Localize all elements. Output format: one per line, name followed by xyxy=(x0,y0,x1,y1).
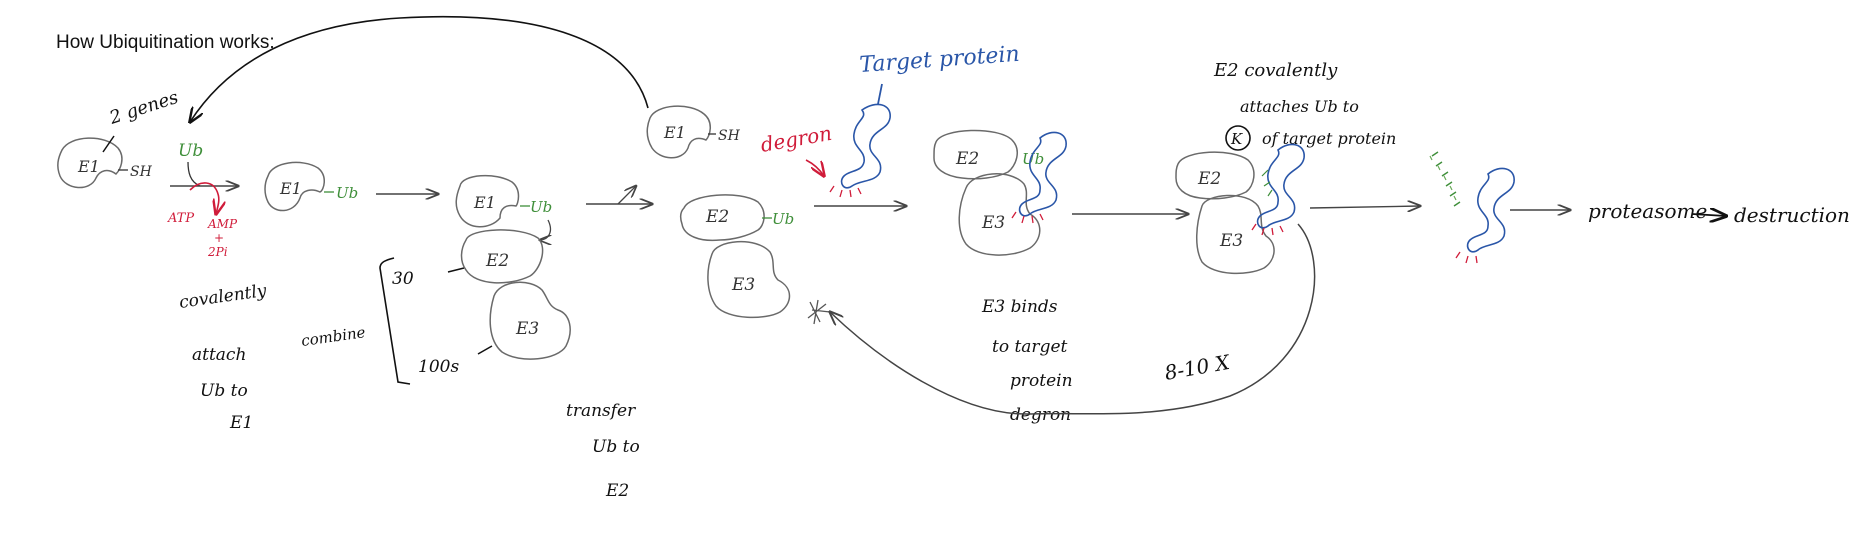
atp-label: ATP xyxy=(167,211,194,226)
e1-free: E1 SH 2 genes xyxy=(57,87,181,189)
pi-label: 2Pi xyxy=(207,245,228,259)
note-line: E2 xyxy=(605,481,629,501)
two-genes-label: 2 genes xyxy=(106,87,181,129)
e1-label: E1 xyxy=(663,123,686,142)
note-line: attach xyxy=(192,345,246,365)
e3-label: E3 xyxy=(1219,231,1243,251)
note-line: E1 xyxy=(229,413,253,433)
e2-label: E2 xyxy=(705,207,729,227)
polyub-target xyxy=(1429,151,1515,264)
recycle-arrow xyxy=(190,15,649,122)
e3-label: E3 xyxy=(981,213,1005,233)
note-line: Ub to xyxy=(200,381,248,401)
note-line: E3 binds xyxy=(981,297,1058,317)
e2-e3-ub: E2 Ub E3 xyxy=(679,194,794,319)
note-covalently-attach: covalently attach Ub to E1 xyxy=(178,281,268,433)
lysine-circle xyxy=(1225,125,1251,151)
destruction-label: destruction xyxy=(1734,203,1850,227)
note-line: covalently xyxy=(178,281,268,313)
e1-e2-e3-complex: E1 Ub E2 E3 xyxy=(455,174,571,360)
target-protein: Target protein degron xyxy=(759,42,1021,198)
sh-label: SH xyxy=(130,164,153,180)
scribble-mark xyxy=(807,299,831,325)
note-e2-attaches: E2 covalently attaches Ub to K of target… xyxy=(1213,60,1396,151)
e1-label: E1 xyxy=(279,179,302,198)
e2-label: E2 xyxy=(955,149,979,169)
ub-label: Ub xyxy=(530,198,552,216)
note-transfer: transfer Ub to E2 xyxy=(566,401,640,501)
page-title: How Ubiquitination works: xyxy=(56,32,275,53)
note-e3-binds: E3 binds to target protein degron xyxy=(981,297,1073,425)
note-line: Ub to xyxy=(592,437,640,457)
e1-ub: E1 Ub xyxy=(264,161,358,212)
ub-label: Ub xyxy=(1022,150,1044,168)
target-protein-label: Target protein xyxy=(859,42,1021,78)
e2-label: E2 xyxy=(1197,169,1221,189)
degron-label: degron xyxy=(759,121,834,157)
count-bracket: 30 100s xyxy=(379,257,493,385)
note-line: degron xyxy=(1010,405,1071,425)
e3-label: E3 xyxy=(731,275,755,295)
lysine-label: K xyxy=(1230,130,1243,148)
ub-label: Ub xyxy=(336,184,358,202)
count-30-label: 30 xyxy=(392,269,414,289)
proteasome-label: proteasome xyxy=(1588,199,1707,223)
count-100s-label: 100s xyxy=(418,357,459,377)
e3-label: E3 xyxy=(515,319,539,339)
repeat-label: 8-10 X xyxy=(1163,350,1232,385)
plus-label: + xyxy=(214,231,224,245)
note-line: protein xyxy=(1010,371,1073,391)
note-line: of target protein xyxy=(1262,129,1396,148)
sh-label: SH xyxy=(718,128,741,144)
amp-label: AMP xyxy=(207,217,238,231)
note-line: E2 covalently xyxy=(1213,60,1338,81)
combine-label: combine xyxy=(300,323,367,350)
e2-e3-polyub-target: E2 E3 xyxy=(1175,143,1305,275)
e1-label: E1 xyxy=(473,193,496,212)
repeat-loop-arrow xyxy=(830,223,1316,415)
e2-label: E2 xyxy=(485,251,509,271)
note-line: attaches Ub to xyxy=(1240,97,1359,116)
e1-label: E1 xyxy=(77,157,100,176)
e2-e3-target-bound: E2 Ub E3 xyxy=(933,129,1067,256)
ub-activation: Ub ATP AMP + 2Pi xyxy=(167,141,238,259)
note-line: transfer xyxy=(566,401,636,421)
e1-released: E1 SH xyxy=(646,105,741,159)
ub-label: Ub xyxy=(772,210,794,228)
ub-label: Ub xyxy=(178,141,203,161)
note-line: to target xyxy=(992,337,1068,357)
